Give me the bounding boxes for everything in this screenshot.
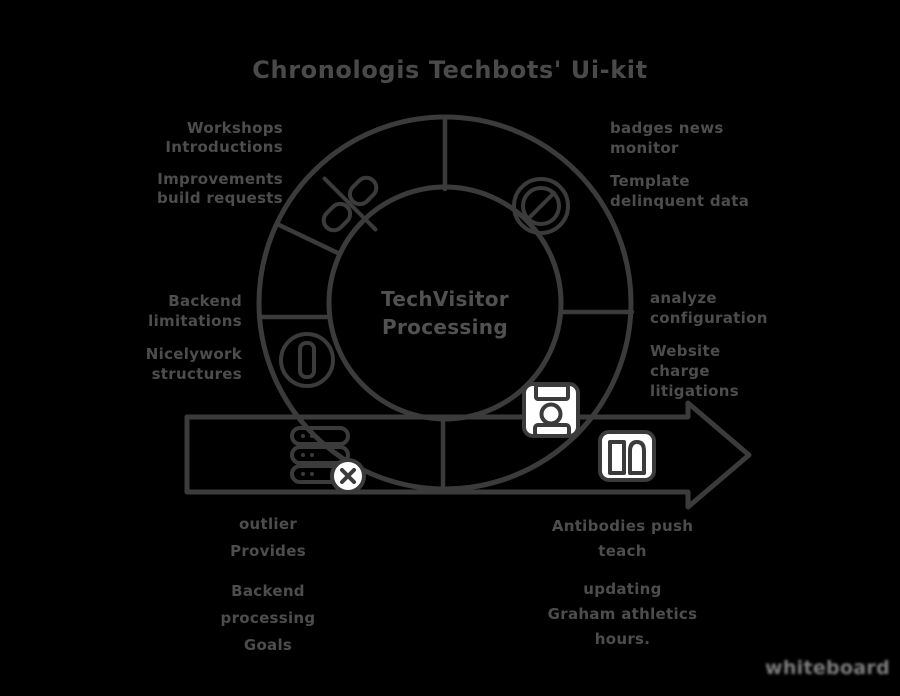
label-line: Provides [230,542,306,560]
label-line: hours. [594,630,651,648]
diagram-title: Chronologis Techbots' Ui-kit [252,56,648,84]
label-block: Improvements build requests [103,170,283,208]
label-block: Backend processing Goals [173,578,363,659]
label-block: updating Graham athletics hours. [525,577,720,652]
error-x-badge [330,458,366,494]
power-bar-icon [279,332,335,388]
watermark: whiteboard [764,657,890,679]
label-block: Workshops Introductions [103,119,283,157]
label-block: analyze configuration [650,288,820,328]
label-line: Backend [231,582,305,600]
unlink-icon [321,175,379,233]
server-dots [301,434,314,476]
label-line: Antibodies push [551,517,694,535]
label-group-bottom-left: outlier Provides Backend processing Goal… [173,511,363,659]
label-line: teach [598,542,647,560]
label-line: Template [610,172,690,190]
label-line: badges news [610,119,724,137]
center-label: TechVisitor Processing [345,285,545,341]
label-line: Introductions [165,138,283,156]
label-line: Improvements [157,170,283,188]
label-line: limitations [148,312,242,330]
label-block: Antibodies push teach [525,514,720,564]
label-block: Website charge litigations [650,341,820,401]
label-line: Graham athletics [547,605,698,623]
label-line: Workshops [187,119,283,137]
label-block: Nicelywork structures [78,344,242,384]
divider-upper-left [274,221,343,257]
label-line: litigations [650,382,739,400]
label-line: Website [650,342,721,360]
label-group-top-right: badges news monitor Template delinquent … [610,118,800,211]
label-line: Goals [243,636,293,654]
label-line: monitor [610,139,679,157]
label-line: charge [650,362,710,380]
label-group-top-left: Workshops Introductions Improvements bui… [103,119,283,208]
label-line: configuration [650,309,768,327]
label-line: build requests [156,189,283,207]
door-panels-icon [598,430,656,482]
arrow-band [184,400,752,510]
label-line: Nicelywork [145,345,242,363]
center-label-line1: TechVisitor [381,287,509,311]
label-block: Backend limitations [78,291,242,331]
label-line: Backend [168,292,242,310]
floppy-disk-icon [522,382,580,438]
server-error-icon [290,426,366,494]
label-block: badges news monitor [610,118,800,158]
label-group-left: Backend limitations Nicelywork structure… [78,291,242,384]
ban-icon [512,177,570,235]
label-group-bottom-right: Antibodies push teach updating Graham at… [525,514,720,652]
label-group-right: analyze configuration Website charge lit… [650,288,820,401]
center-label-line2: Processing [382,315,508,339]
label-line: processing [220,609,316,627]
label-line: updating [583,580,662,598]
label-line: outlier [238,515,298,533]
label-block: outlier Provides [173,511,363,565]
label-line: delinquent data [610,192,750,210]
label-line: analyze [650,289,717,307]
label-line: structures [151,365,242,383]
label-block: Template delinquent data [610,171,800,211]
